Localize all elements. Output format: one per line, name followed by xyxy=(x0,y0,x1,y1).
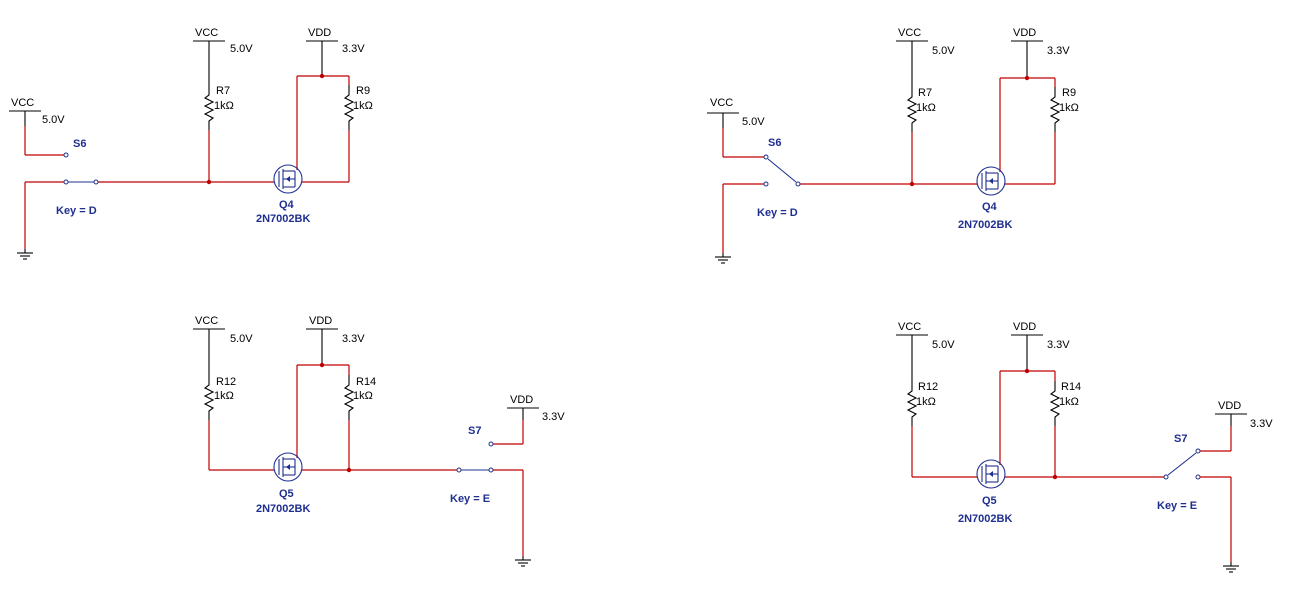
switch-supply: VDD 3.3V xyxy=(493,394,565,445)
switch-name: S7 xyxy=(1174,433,1187,445)
ground-symbol xyxy=(515,556,531,567)
resistor-gate-value: 1kΩ xyxy=(916,102,936,114)
vcc-source: VCC 5.0V xyxy=(896,321,955,381)
resistor-gate-name: R7 xyxy=(918,87,932,99)
resistor-drain-name: R14 xyxy=(1061,381,1081,393)
vcc-name: VCC xyxy=(898,27,921,39)
vdd-source: VDD 3.3V xyxy=(306,27,365,76)
switch-key: Key = E xyxy=(1157,500,1197,512)
circuit-c1: VCC 5.0V VDD 3.3V R7 1kΩ R9 1kΩ xyxy=(9,27,373,260)
circuit-c2: VCC 5.0V VDD 3.3V R7 1kΩ R9 1kΩ xyxy=(707,27,1079,264)
mosfet-q5: Q5 2N7002BK xyxy=(256,452,310,515)
resistor-drain-value: 1kΩ xyxy=(353,100,373,112)
switch-key: Key = D xyxy=(757,207,798,219)
vcc-name: VCC xyxy=(898,321,921,333)
vdd-source: VDD 3.3V xyxy=(1011,321,1070,371)
resistor-gate-name: R7 xyxy=(216,85,230,97)
mosfet-part: 2N7002BK xyxy=(958,513,1012,525)
mosfet-q5: Q5 2N7002BK xyxy=(958,459,1012,525)
switch-key: Key = E xyxy=(450,493,490,505)
switch-s6[interactable]: S6 Key = D xyxy=(56,138,99,217)
resistor-drain-value: 1kΩ xyxy=(1059,102,1079,114)
switch-s6[interactable]: S6 Key = D xyxy=(757,137,801,219)
mosfet-q4: Q4 2N7002BK xyxy=(958,166,1012,231)
ground-symbol xyxy=(17,249,33,260)
circuit-c4: VCC 5.0V VDD 3.3V R12 1kΩ R14 1kΩ xyxy=(896,321,1273,573)
resistor-gate-name: R12 xyxy=(216,376,236,388)
switch-supply: VDD 3.3V xyxy=(1200,400,1273,452)
vcc-source: VCC 5.0V xyxy=(193,27,253,85)
vdd-name: VDD xyxy=(1013,321,1036,333)
switch-supply: VCC 5.0V xyxy=(9,97,65,156)
resistor-drain-name: R9 xyxy=(356,85,370,97)
mosfet-name: Q4 xyxy=(982,201,998,213)
switch-key: Key = D xyxy=(56,205,97,217)
switch-supply-name: VCC xyxy=(11,97,34,109)
vdd-name: VDD xyxy=(1013,27,1036,39)
resistor-gate-value: 1kΩ xyxy=(214,390,234,402)
resistor-drain: R9 1kΩ xyxy=(1049,87,1079,132)
mosfet-name: Q5 xyxy=(982,495,997,507)
mosfet-name: Q5 xyxy=(279,488,294,500)
mosfet-q4: Q4 2N7002BK xyxy=(256,164,310,225)
circuit-c3: VCC 5.0V VDD 3.3V R12 1kΩ R14 1kΩ xyxy=(193,315,565,567)
vdd-name: VDD xyxy=(308,27,331,39)
switch-name: S6 xyxy=(73,138,86,150)
resistor-drain: R9 1kΩ xyxy=(343,85,373,130)
vdd-value: 3.3V xyxy=(342,43,365,55)
resistor-drain-name: R9 xyxy=(1062,87,1076,99)
switch-s7[interactable]: S7 Key = E xyxy=(1157,433,1201,512)
resistor-drain: R14 1kΩ xyxy=(1049,381,1081,426)
vdd-value: 3.3V xyxy=(1047,45,1070,57)
switch-supply-name: VDD xyxy=(510,394,533,406)
vcc-name: VCC xyxy=(195,315,218,327)
vcc-value: 5.0V xyxy=(932,339,955,351)
resistor-gate: R7 1kΩ xyxy=(203,85,234,130)
mosfet-part: 2N7002BK xyxy=(256,213,310,225)
resistor-gate-value: 1kΩ xyxy=(916,396,936,408)
mosfet-name: Q4 xyxy=(279,199,295,211)
vdd-source: VDD 3.3V xyxy=(1011,27,1070,78)
switch-supply-value: 5.0V xyxy=(742,116,765,128)
switch-supply-name: VCC xyxy=(710,97,733,109)
resistor-drain: R14 1kΩ xyxy=(343,375,376,420)
switch-name: S7 xyxy=(468,425,481,437)
vcc-value: 5.0V xyxy=(932,45,955,57)
vdd-source: VDD 3.3V xyxy=(306,315,365,365)
switch-supply-name: VDD xyxy=(1218,400,1241,412)
switch-name: S6 xyxy=(768,137,781,149)
vcc-value: 5.0V xyxy=(230,333,253,345)
ground-symbol xyxy=(1223,562,1239,573)
vcc-source: VCC 5.0V xyxy=(896,27,955,87)
vcc-value: 5.0V xyxy=(230,43,253,55)
resistor-gate: R12 1kΩ xyxy=(203,375,236,420)
switch-s7[interactable]: S7 Key = E xyxy=(450,425,494,505)
resistor-gate: R12 1kΩ xyxy=(906,381,938,426)
switch-supply-value: 5.0V xyxy=(42,114,65,126)
mosfet-part: 2N7002BK xyxy=(256,503,310,515)
resistor-drain-name: R14 xyxy=(356,376,376,388)
mosfet-part: 2N7002BK xyxy=(958,219,1012,231)
vcc-name: VCC xyxy=(195,27,218,39)
resistor-gate-name: R12 xyxy=(918,381,938,393)
ground-symbol xyxy=(715,253,731,264)
switch-supply: VCC 5.0V xyxy=(707,97,765,158)
resistor-drain-value: 1kΩ xyxy=(1059,396,1079,408)
vdd-value: 3.3V xyxy=(1047,339,1070,351)
switch-supply-value: 3.3V xyxy=(1250,418,1273,430)
resistor-gate: R7 1kΩ xyxy=(906,87,936,132)
switch-supply-value: 3.3V xyxy=(542,411,565,423)
resistor-drain-value: 1kΩ xyxy=(353,390,373,402)
resistor-gate-value: 1kΩ xyxy=(214,100,234,112)
vcc-source: VCC 5.0V xyxy=(193,315,253,375)
vdd-value: 3.3V xyxy=(342,333,365,345)
vdd-name: VDD xyxy=(309,315,332,327)
